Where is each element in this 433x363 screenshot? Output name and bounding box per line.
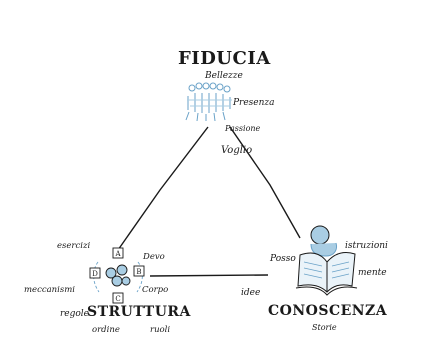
box-letter-d: D: [92, 270, 98, 278]
box-letter-b: B: [136, 268, 141, 276]
struttura-word-devo: Devo: [142, 252, 165, 262]
box-letter-a: A: [114, 250, 121, 258]
struttura-word-ruoli: ruoli: [150, 325, 170, 335]
struttura-word-regole: regole: [60, 309, 89, 319]
edge-label-voglio: Voglio: [221, 145, 252, 156]
struttura-word-esercizi: esercizi: [57, 241, 90, 251]
struttura-title: STRUTTURA: [87, 304, 192, 320]
conoscenza-title: CONOSCENZA: [268, 303, 388, 319]
conoscenza-word-posso: Posso: [269, 254, 296, 264]
box-letter-c: C: [115, 295, 120, 303]
edge-fiducia-conoscenza: [229, 126, 301, 239]
conoscenza-word-istruzioni: istruzioni: [345, 241, 388, 251]
struttura-word-ordine: ordine: [92, 325, 120, 335]
struttura-word-corpo: Corpo: [142, 285, 168, 295]
conoscenza-word-mente: mente: [358, 268, 387, 278]
open-book-icon: [295, 252, 358, 296]
people-group-icon: [185, 82, 232, 122]
fiducia-word-presenza: Presenza: [232, 98, 275, 108]
person-reading-icon: [310, 225, 337, 257]
edge-fiducia-struttura: [117, 126, 209, 251]
struttura-word-meccanismi: meccanismi: [24, 285, 75, 295]
fiducia-word-passione: Passione: [224, 124, 261, 133]
fiducia-word-bellezze: Bellezze: [204, 71, 243, 81]
gears-cycle-icon: [89, 247, 145, 304]
fiducia-title: FIDUCIA: [178, 48, 271, 69]
conoscenza-word-storie: Storie: [312, 323, 337, 332]
conoscenza-word-idee: idee: [241, 288, 260, 298]
edge-struttura-conoscenza: [149, 274, 269, 277]
